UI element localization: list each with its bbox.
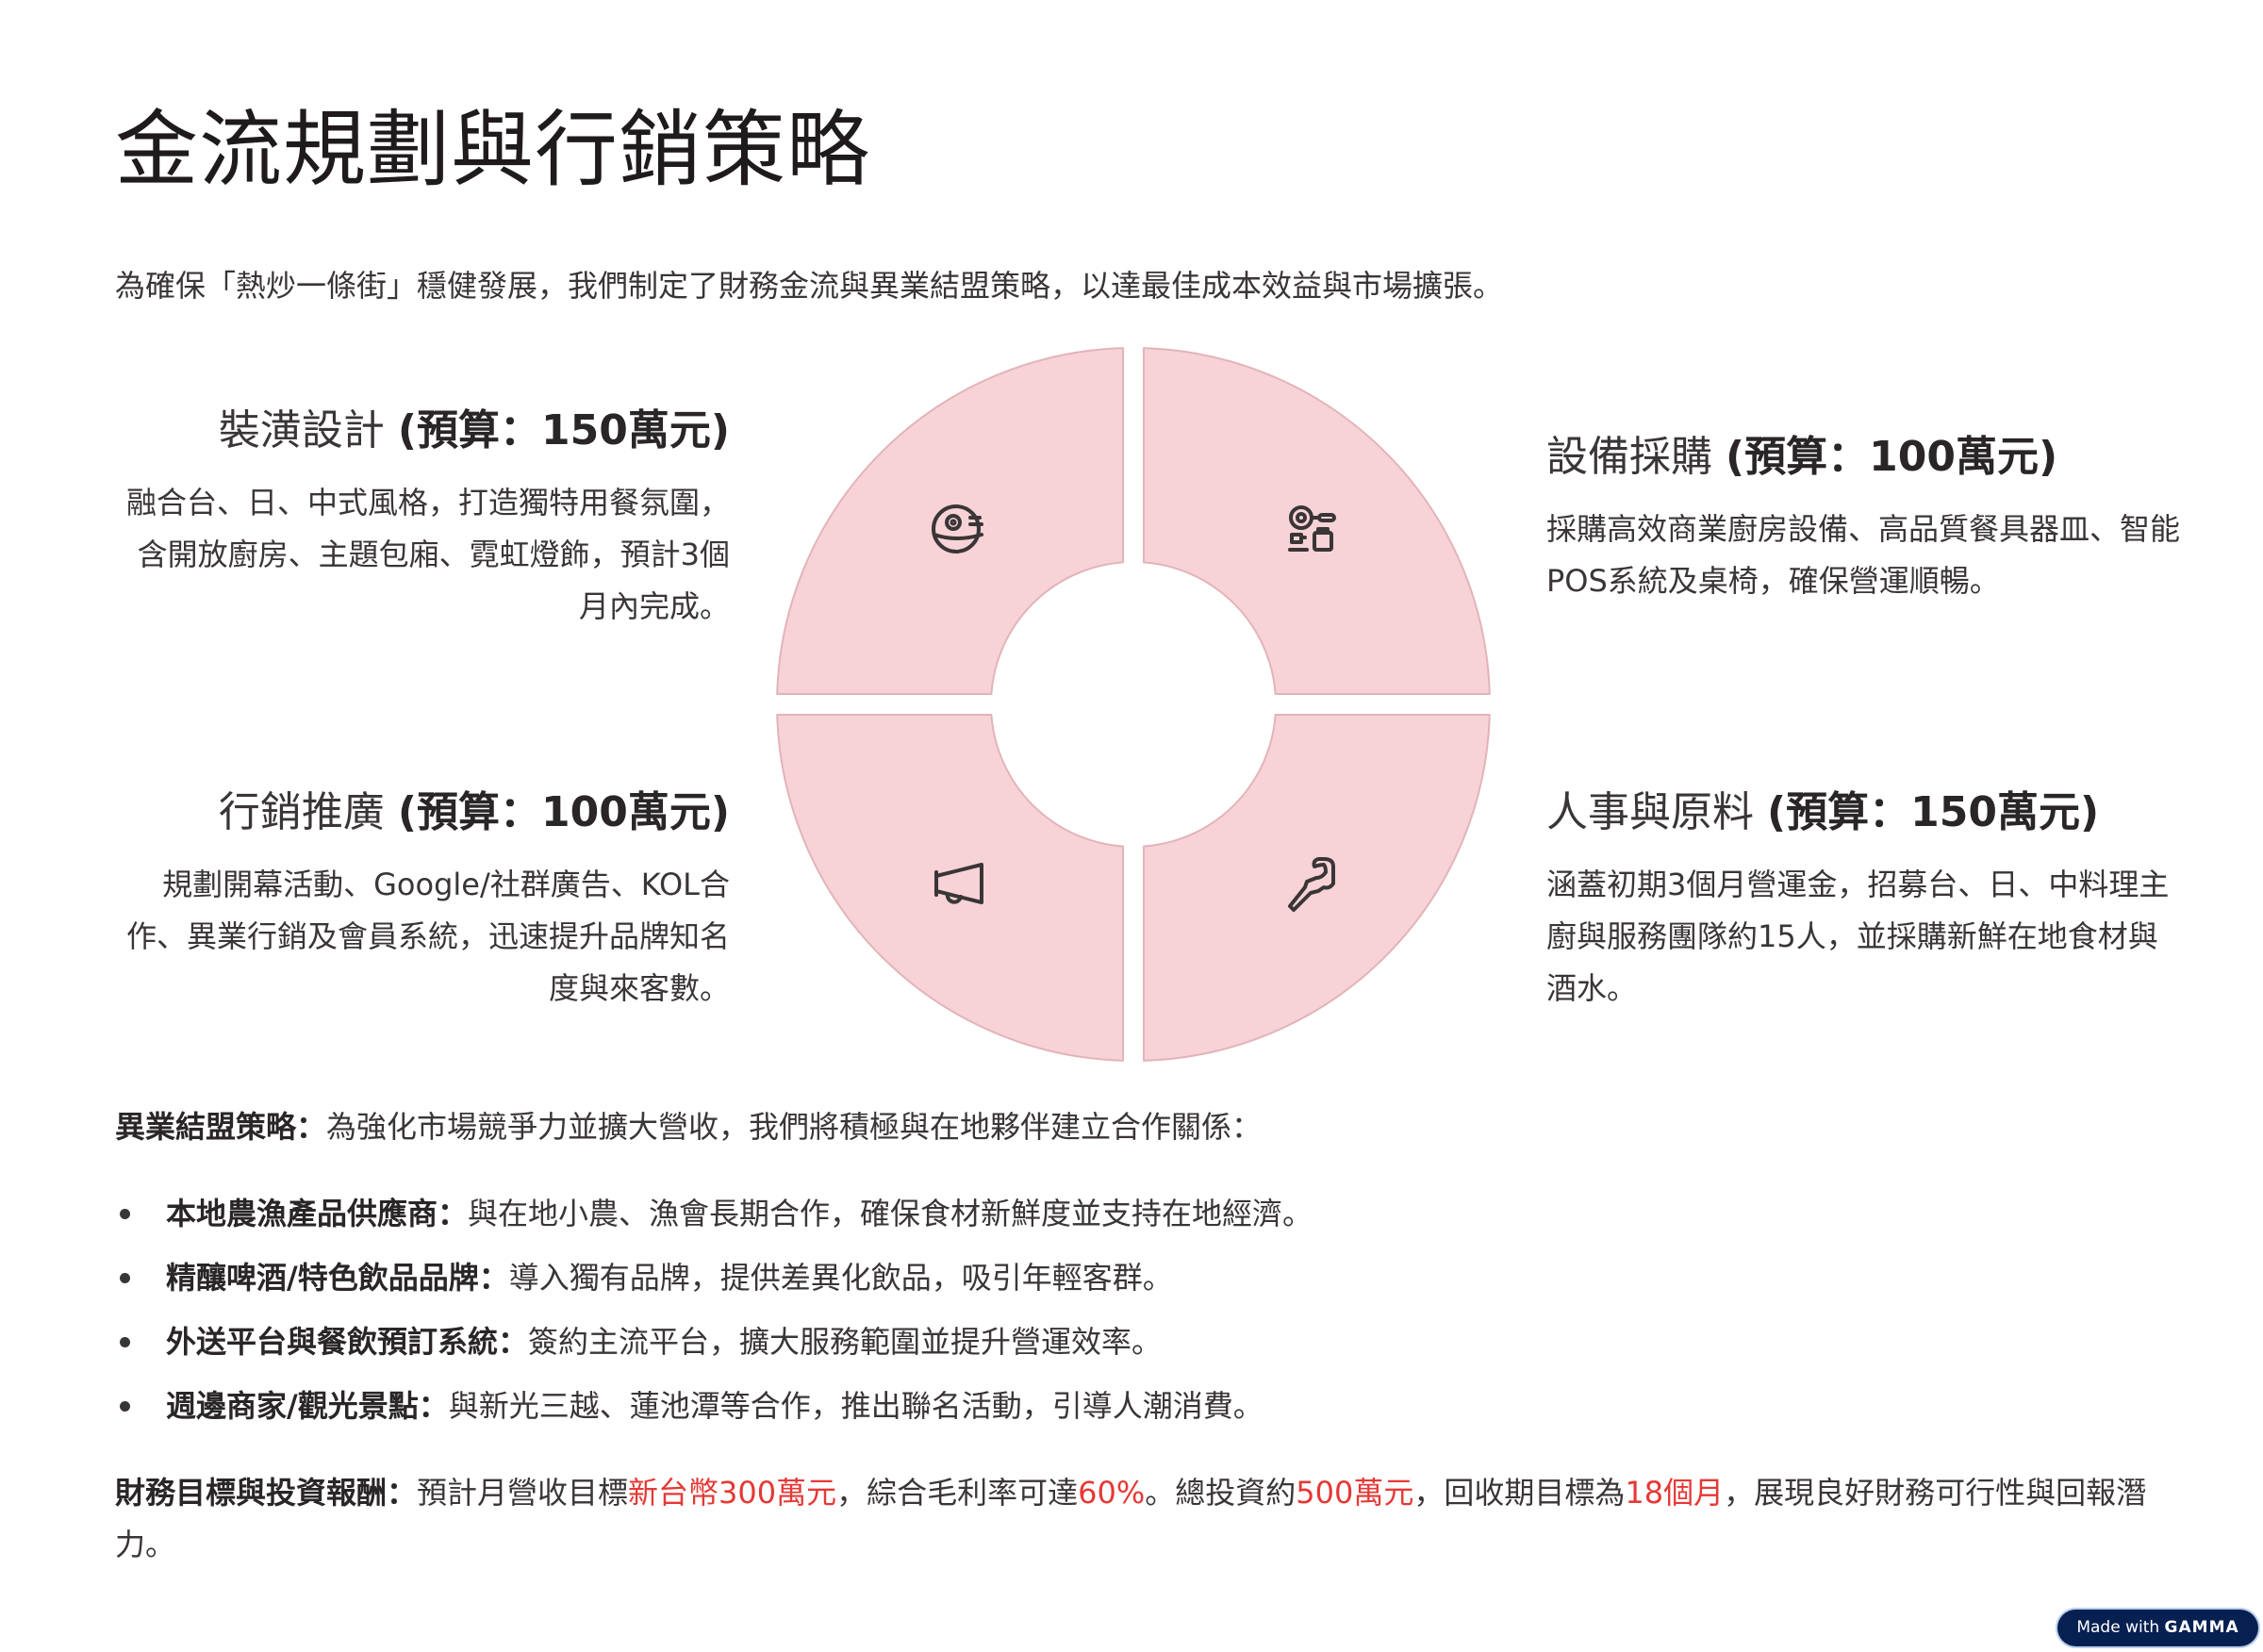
financial-goals: 財務目標與投資報酬：預計月營收目標新台幣300萬元，綜合毛利率可達60%。總投資…: [115, 1475, 2147, 1562]
staff-icon: [1288, 857, 1335, 912]
death-star-icon: [932, 504, 983, 553]
quadrant-marketing: 行銷推廣 (預算：100萬元) 規劃開幕活動、Google/社群廣告、KOL合作…: [107, 778, 730, 1015]
quadrant-desc: 涵蓋初期3個月營運金，招募台、日、中料理主廚與服務團隊約15人，並採購新鮮在地食…: [1546, 867, 2170, 1006]
quadrant-heading: 人事與原料 (預算：150萬元): [1546, 788, 2100, 836]
quadrant-heading: 裝潢設計 (預算：150萬元): [218, 406, 730, 454]
megaphone-icon: [934, 863, 983, 904]
segment-staffing: [1143, 714, 1491, 1062]
bullet-icon: [120, 1401, 130, 1412]
segment-marketing: [776, 714, 1124, 1062]
subtitle: 為確保「熱炒一條街」穩健發展，我們制定了財務金流與異業結盟策略，以達最佳成本效益…: [115, 268, 1504, 304]
list-item: 外送平台與餐飲預訂系統：簽約主流平台，擴大服務範圍並提升營運效率。: [115, 1314, 1313, 1379]
quadrant-desc: 採購高效商業廚房設備、高品質餐具器皿、智能POS系統及桌椅，確保營運順暢。: [1546, 511, 2181, 599]
quadrant-heading: 設備採購 (預算：100萬元): [1546, 433, 2058, 481]
bullet-icon: [120, 1273, 130, 1283]
quadrant-staffing: 人事與原料 (預算：150萬元) 涵蓋初期3個月營運金，招募台、日、中料理主廚與…: [1546, 778, 2188, 1015]
budget-donut-diagram: [776, 347, 1491, 1062]
quadrant-desc: 規劃開幕活動、Google/社群廣告、KOL合作、異業行銷及會員系統，迅速提升品…: [125, 867, 730, 1006]
partner-strategy: 異業結盟策略：為強化市場競爭力並擴大營收，我們將積極與在地夥伴建立合作關係：: [115, 1109, 1263, 1145]
bullet-icon: [120, 1209, 130, 1219]
segment-renovation: [776, 347, 1124, 695]
partner-list: 本地農漁產品供應商：與在地小農、漁會長期合作，確保食材新鮮度並支持在地經濟。 精…: [115, 1186, 1313, 1443]
list-item: 本地農漁產品供應商：與在地小農、漁會長期合作，確保食材新鮮度並支持在地經濟。: [115, 1186, 1313, 1250]
list-item: 精釀啤酒/特色飲品品牌：導入獨有品牌，提供差異化飲品，吸引年輕客群。: [115, 1250, 1313, 1314]
quadrant-heading: 行銷推廣 (預算：100萬元): [218, 788, 730, 836]
segment-equipment: [1143, 347, 1491, 695]
list-item: 週邊商家/觀光景點：與新光三越、蓮池潭等合作，推出聯名活動，引導人潮消費。: [115, 1379, 1313, 1443]
quadrant-equipment: 設備採購 (預算：100萬元) 採購高效商業廚房設備、高品質餐具器皿、智能POS…: [1546, 422, 2188, 607]
bullet-icon: [120, 1337, 130, 1347]
page-title: 金流規劃與行銷策略: [115, 101, 871, 198]
quadrant-renovation: 裝潢設計 (預算：150萬元) 融合台、日、中式風格，打造獨特用餐氛圍，含開放廚…: [107, 396, 730, 633]
made-with-gamma-badge[interactable]: Made with GAMMA: [2057, 1610, 2258, 1646]
kitchen-tools-icon: [1288, 505, 1336, 552]
quadrant-desc: 融合台、日、中式風格，打造獨特用餐氛圍，含開放廚房、主題包廂、霓虹燈飾，預計3個…: [125, 485, 730, 624]
